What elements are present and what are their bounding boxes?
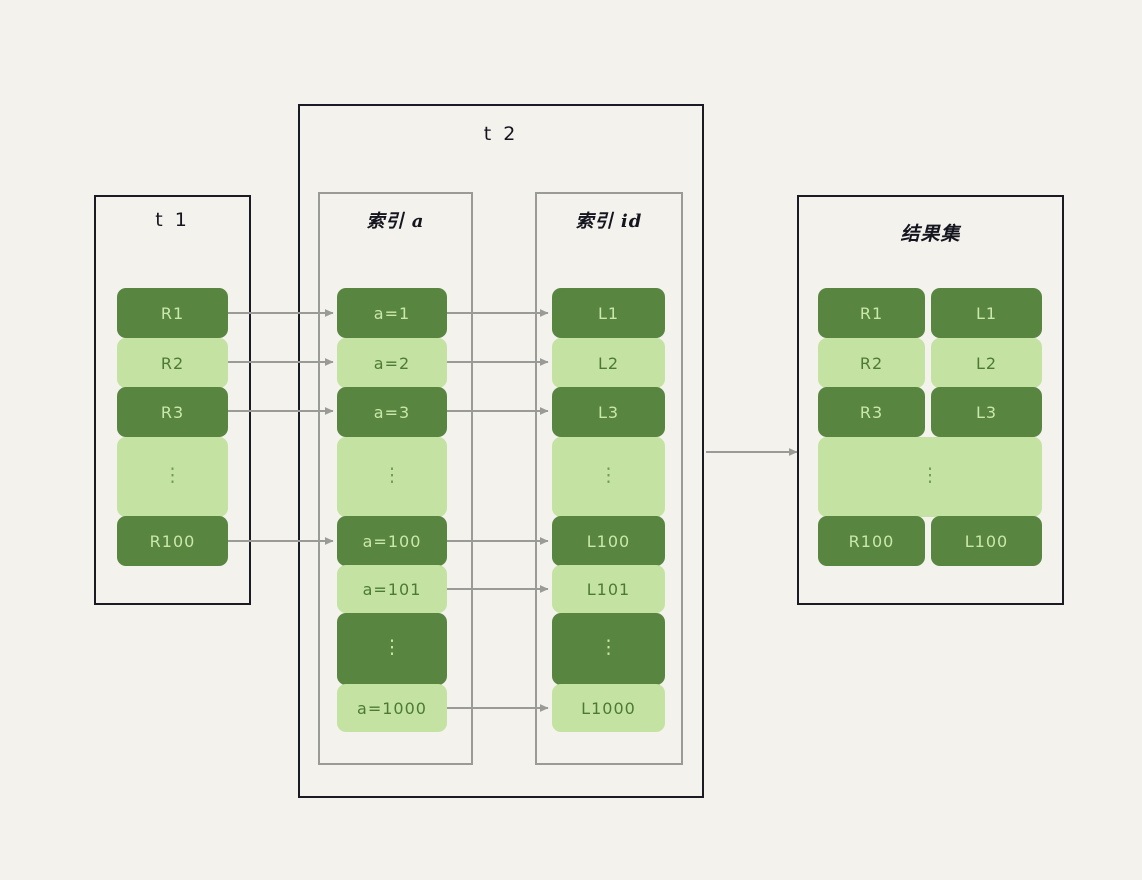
index-a-row-ellipsis-1: ⋮ [337, 437, 447, 517]
t1-row-r2-label: R2 [160, 353, 185, 373]
subpanel-index-id-title: 索引 id [575, 211, 643, 232]
index-a-row-2-label: a=2 [373, 353, 411, 373]
result-row-ellipsis-label: ⋮ [920, 464, 940, 487]
index-a-row-101: a=101 [337, 565, 447, 613]
t1-row-r100: R100 [117, 516, 228, 566]
t1-row-r100-label: R100 [149, 531, 196, 551]
result-row-5-left-label: R100 [848, 531, 895, 551]
index-a-row-ellipsis-2: ⋮ [337, 613, 447, 685]
index-id-row-2-label: L2 [597, 353, 620, 373]
panel-t1-title: t 1 [155, 209, 190, 231]
index-a-row-1: a=1 [337, 288, 447, 338]
index-id-row-100: L100 [552, 516, 665, 566]
result-row-1-right-label: L1 [975, 303, 998, 323]
index-a-row-3-label: a=3 [373, 402, 411, 422]
subpanel-index-id: 索引 id [535, 192, 683, 765]
index-a-row-100: a=100 [337, 516, 447, 566]
panel-t2-title: t 2 [483, 123, 519, 145]
result-row-5-right: L100 [931, 516, 1042, 566]
index-id-row-ellipsis-2: ⋮ [552, 613, 665, 685]
index-a-row-101-label: a=101 [362, 579, 422, 599]
result-row-2-right: L2 [931, 338, 1042, 388]
index-id-row-3: L3 [552, 387, 665, 437]
result-row-1-left-label: R1 [859, 303, 884, 323]
result-row-3-right-label: L3 [975, 402, 998, 422]
t1-row-r3: R3 [117, 387, 228, 437]
t1-row-r2: R2 [117, 338, 228, 388]
index-a-row-2: a=2 [337, 338, 447, 388]
index-id-row-ellipsis-1: ⋮ [552, 437, 665, 517]
result-row-3-right: L3 [931, 387, 1042, 437]
index-a-row-3: a=3 [337, 387, 447, 437]
result-row-1-left: R1 [818, 288, 925, 338]
t1-row-ellipsis: ⋮ [117, 437, 228, 517]
index-a-row-1-label: a=1 [373, 303, 411, 323]
index-id-row-1-label: L1 [597, 303, 620, 323]
index-id-row-1: L1 [552, 288, 665, 338]
result-row-2-right-label: L2 [975, 353, 998, 373]
index-id-row-ellipsis-2-label: ⋮ [599, 636, 618, 659]
subpanel-index-a: 索引 a [318, 192, 473, 765]
index-a-row-1000: a=1000 [337, 684, 447, 732]
result-row-5-left: R100 [818, 516, 925, 566]
panel-result-set-title: 结果集 [900, 223, 961, 245]
index-id-row-101: L101 [552, 565, 665, 613]
index-a-row-1000-label: a=1000 [357, 698, 427, 718]
t1-row-r1: R1 [117, 288, 228, 338]
t1-row-r3-label: R3 [160, 402, 185, 422]
index-id-row-3-label: L3 [597, 402, 620, 422]
result-row-1-right: L1 [931, 288, 1042, 338]
index-a-row-ellipsis-2-label: ⋮ [382, 636, 402, 659]
index-id-row-2: L2 [552, 338, 665, 388]
t1-row-r1-label: R1 [160, 303, 185, 323]
index-a-row-ellipsis-1-label: ⋮ [382, 464, 402, 487]
result-row-ellipsis: ⋮ [818, 437, 1042, 517]
result-row-2-left: R2 [818, 338, 925, 388]
index-id-row-101-label: L101 [586, 579, 631, 599]
index-id-row-100-label: L100 [586, 531, 631, 551]
index-id-row-1000: L1000 [552, 684, 665, 732]
index-a-row-100-label: a=100 [362, 531, 422, 551]
index-id-row-1000-label: L1000 [581, 698, 636, 718]
result-row-2-left-label: R2 [859, 353, 884, 373]
subpanel-index-a-title: 索引 a [366, 211, 425, 232]
result-row-5-right-label: L100 [964, 531, 1009, 551]
result-row-3-left: R3 [818, 387, 925, 437]
result-row-3-left-label: R3 [859, 402, 884, 422]
t1-row-ellipsis-label: ⋮ [163, 464, 182, 487]
index-id-row-ellipsis-1-label: ⋮ [599, 464, 618, 487]
